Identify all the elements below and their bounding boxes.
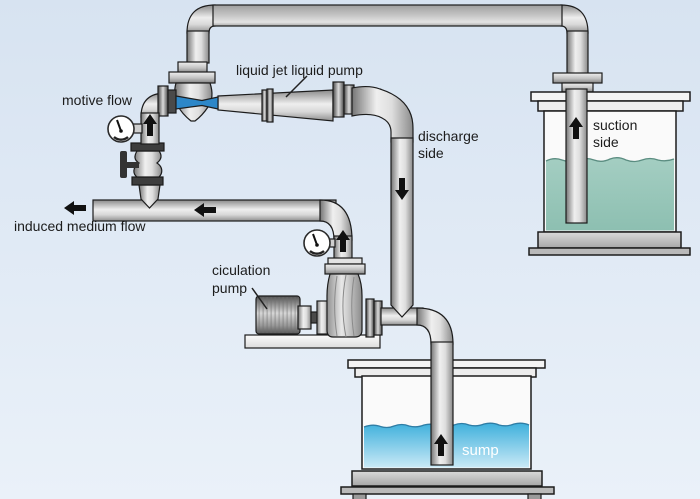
valve-stem bbox=[126, 162, 139, 168]
motor-fins bbox=[257, 297, 299, 333]
suction-overhead-pipe-run bbox=[168, 4, 603, 93]
leader-circulation-pump bbox=[251, 287, 268, 310]
tank-base bbox=[537, 231, 682, 249]
flange-disc-tank-top bbox=[552, 72, 603, 84]
label-induced-medium-flow: induced medium flow bbox=[14, 218, 146, 234]
elbow-discharge bbox=[351, 86, 414, 143]
pipe-tank-riser bbox=[566, 30, 589, 75]
flange-disc-jet-top bbox=[168, 71, 216, 84]
pump-coupling bbox=[316, 300, 329, 335]
tank-base-foot bbox=[528, 247, 691, 256]
circulation-pump bbox=[244, 273, 383, 349]
suction-tank-water bbox=[546, 157, 674, 231]
flange-nozzle-1 bbox=[157, 85, 169, 117]
flange-nozzle-2 bbox=[167, 89, 177, 114]
flange-diffuser-small-1 bbox=[261, 89, 268, 122]
pump-flange-disc bbox=[324, 263, 366, 275]
jet-pump-nozzle bbox=[175, 95, 219, 110]
label-jet-pump: liquid jet liquid pump bbox=[236, 62, 363, 78]
pressure-gauge-icon bbox=[303, 229, 331, 257]
sump-base-foot bbox=[340, 486, 555, 495]
sump-leg-right bbox=[527, 493, 542, 499]
liquid-jet-liquid-pump bbox=[140, 81, 414, 143]
pump-casing-detail bbox=[334, 274, 355, 338]
label-discharge-side-1: discharge bbox=[418, 128, 479, 144]
valve-flange-lower bbox=[131, 176, 164, 186]
label-suction-side-2: side bbox=[593, 134, 619, 150]
label-discharge-side-2: side bbox=[418, 145, 444, 161]
pipe-discharge-side bbox=[390, 137, 414, 318]
label-motive-flow: motive flow bbox=[62, 92, 133, 108]
pump-suction-flange-1 bbox=[365, 298, 375, 338]
sump-leg-left bbox=[352, 493, 367, 499]
flange-collar-jet-top bbox=[177, 61, 208, 74]
pump-flange-top bbox=[327, 257, 363, 265]
pipe-in-suction-tank bbox=[565, 88, 588, 224]
label-circulation-pump-2: pump bbox=[212, 280, 247, 296]
motive-line bbox=[107, 112, 165, 209]
circulation-pump-discharge bbox=[303, 199, 366, 275]
pipe-top-horizontal bbox=[212, 4, 563, 27]
tank-rim-lip bbox=[530, 91, 691, 102]
label-sump: sump bbox=[462, 442, 499, 459]
flange-diffuser-small-2 bbox=[266, 88, 274, 123]
flange-discharge-1 bbox=[332, 81, 345, 118]
sump-base bbox=[351, 470, 543, 487]
valve-handwheel bbox=[120, 151, 127, 178]
leader-jet-pump bbox=[285, 75, 308, 98]
tank-rim bbox=[537, 100, 684, 112]
pipe-into-sump bbox=[430, 341, 454, 466]
pipe-jet-suction-drop bbox=[186, 30, 210, 64]
pump-baseplate bbox=[244, 334, 381, 349]
pressure-gauge-icon bbox=[107, 115, 135, 143]
motor-bearing-block bbox=[297, 305, 312, 330]
label-suction-side-1: suction bbox=[593, 117, 637, 133]
valve-body bbox=[133, 150, 163, 178]
label-circulation-pump-1: ciculation bbox=[212, 262, 270, 278]
